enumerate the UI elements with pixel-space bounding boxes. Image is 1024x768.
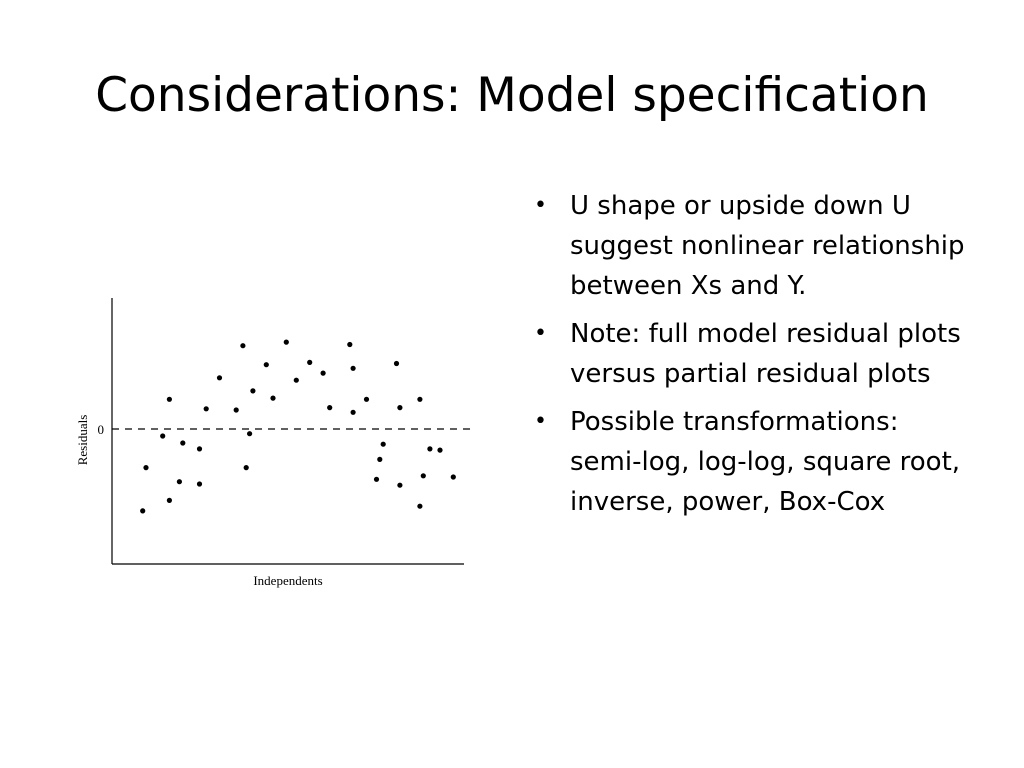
scatter-point <box>263 362 269 368</box>
scatter-point <box>350 365 356 371</box>
bullet-list: • U shape or upside down U suggest nonli… <box>530 186 970 530</box>
scatter-point <box>393 360 400 367</box>
scatter-point <box>196 481 203 487</box>
scatter-point <box>283 339 289 345</box>
scatter-point <box>180 440 186 446</box>
bullet-text: Note: full model residual plots versus p… <box>570 319 961 389</box>
scatter-point <box>176 479 182 485</box>
scatter-point <box>320 370 326 376</box>
scatter-point <box>397 405 403 411</box>
scatter-point <box>363 396 370 402</box>
data-points <box>140 339 456 514</box>
scatter-point <box>373 476 380 482</box>
bullet-item-1: • U shape or upside down U suggest nonli… <box>530 186 970 306</box>
scatter-point <box>166 497 172 503</box>
scatter-point <box>377 456 383 462</box>
bullet-item-3: • Possible transformations: semi-log, lo… <box>530 402 970 522</box>
scatter-point <box>437 447 443 453</box>
scatter-point <box>307 359 313 365</box>
scatter-point <box>327 405 333 411</box>
bullet-text: U shape or upside down U suggest nonline… <box>570 191 965 301</box>
scatter-point <box>250 388 256 394</box>
scatter-point <box>203 406 209 412</box>
scatter-point <box>427 446 433 452</box>
scatter-point <box>140 508 146 514</box>
y-axis-label: Residuals <box>75 415 90 466</box>
scatter-point <box>196 446 203 452</box>
bullet-glyph: • <box>534 409 547 434</box>
zero-tick-label: 0 <box>98 422 105 437</box>
residual-scatter-svg: 0 Residuals Independents <box>75 298 474 588</box>
scatter-point <box>216 375 223 381</box>
scatter-point <box>450 474 456 480</box>
scatter-point <box>417 503 423 509</box>
scatter-point <box>420 473 426 479</box>
scatter-point <box>160 433 166 439</box>
scatter-point <box>293 377 299 383</box>
bullet-glyph: • <box>534 193 547 218</box>
scatter-point <box>247 431 253 437</box>
bullet-item-2: • Note: full model residual plots versus… <box>530 314 970 394</box>
bullet-glyph: • <box>534 321 547 346</box>
bullet-text: Possible transformations: semi-log, log-… <box>570 407 961 517</box>
scatter-point <box>397 482 403 488</box>
scatter-point <box>270 395 276 401</box>
residual-scatter-plot: 0 Residuals Independents <box>68 290 478 600</box>
x-axis-label: Independents <box>253 573 322 588</box>
scatter-point <box>233 407 239 413</box>
scatter-point <box>166 396 172 402</box>
scatter-point <box>347 341 353 348</box>
scatter-point <box>240 343 246 349</box>
scatter-point <box>143 465 149 471</box>
scatter-point <box>380 441 386 447</box>
scatter-point <box>417 396 423 402</box>
slide-title: Considerations: Model specification <box>95 68 929 123</box>
scatter-point <box>350 409 356 415</box>
scatter-point <box>243 465 249 471</box>
